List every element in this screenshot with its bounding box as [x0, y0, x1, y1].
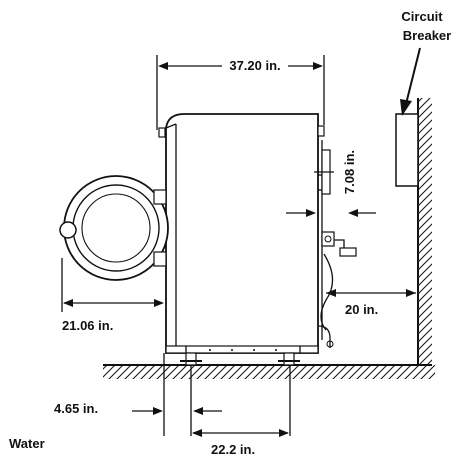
circuit-breaker-label: Circuit — [401, 9, 443, 24]
door-depth-label: 21.06 in. — [62, 318, 113, 333]
dim-door-depth — [61, 258, 164, 312]
floor — [103, 364, 435, 379]
dim-feet-extension — [163, 353, 291, 436]
dim-wall-clearance — [326, 289, 416, 297]
foot-offset-label: 4.65 in. — [54, 401, 98, 416]
width-top-label: 37.20 in. — [229, 58, 280, 73]
circuit-breaker-box — [395, 47, 421, 187]
dim-width-top — [156, 55, 325, 130]
circuit-breaker-label-2: Breaker — [403, 28, 451, 43]
wall-clearance-label: 20 in. — [345, 302, 378, 317]
vent-offset-label: 7.08 in. — [342, 150, 357, 194]
dim-foot-offset — [132, 407, 222, 415]
foot-spacing-label: 22.2 in. — [211, 442, 255, 457]
dryer-body — [158, 113, 325, 366]
dim-foot-spacing — [192, 429, 289, 437]
dryer-door — [59, 175, 169, 281]
wall — [417, 98, 432, 365]
dim-rear-clearance — [286, 209, 376, 217]
water-label: Water — [9, 436, 45, 451]
